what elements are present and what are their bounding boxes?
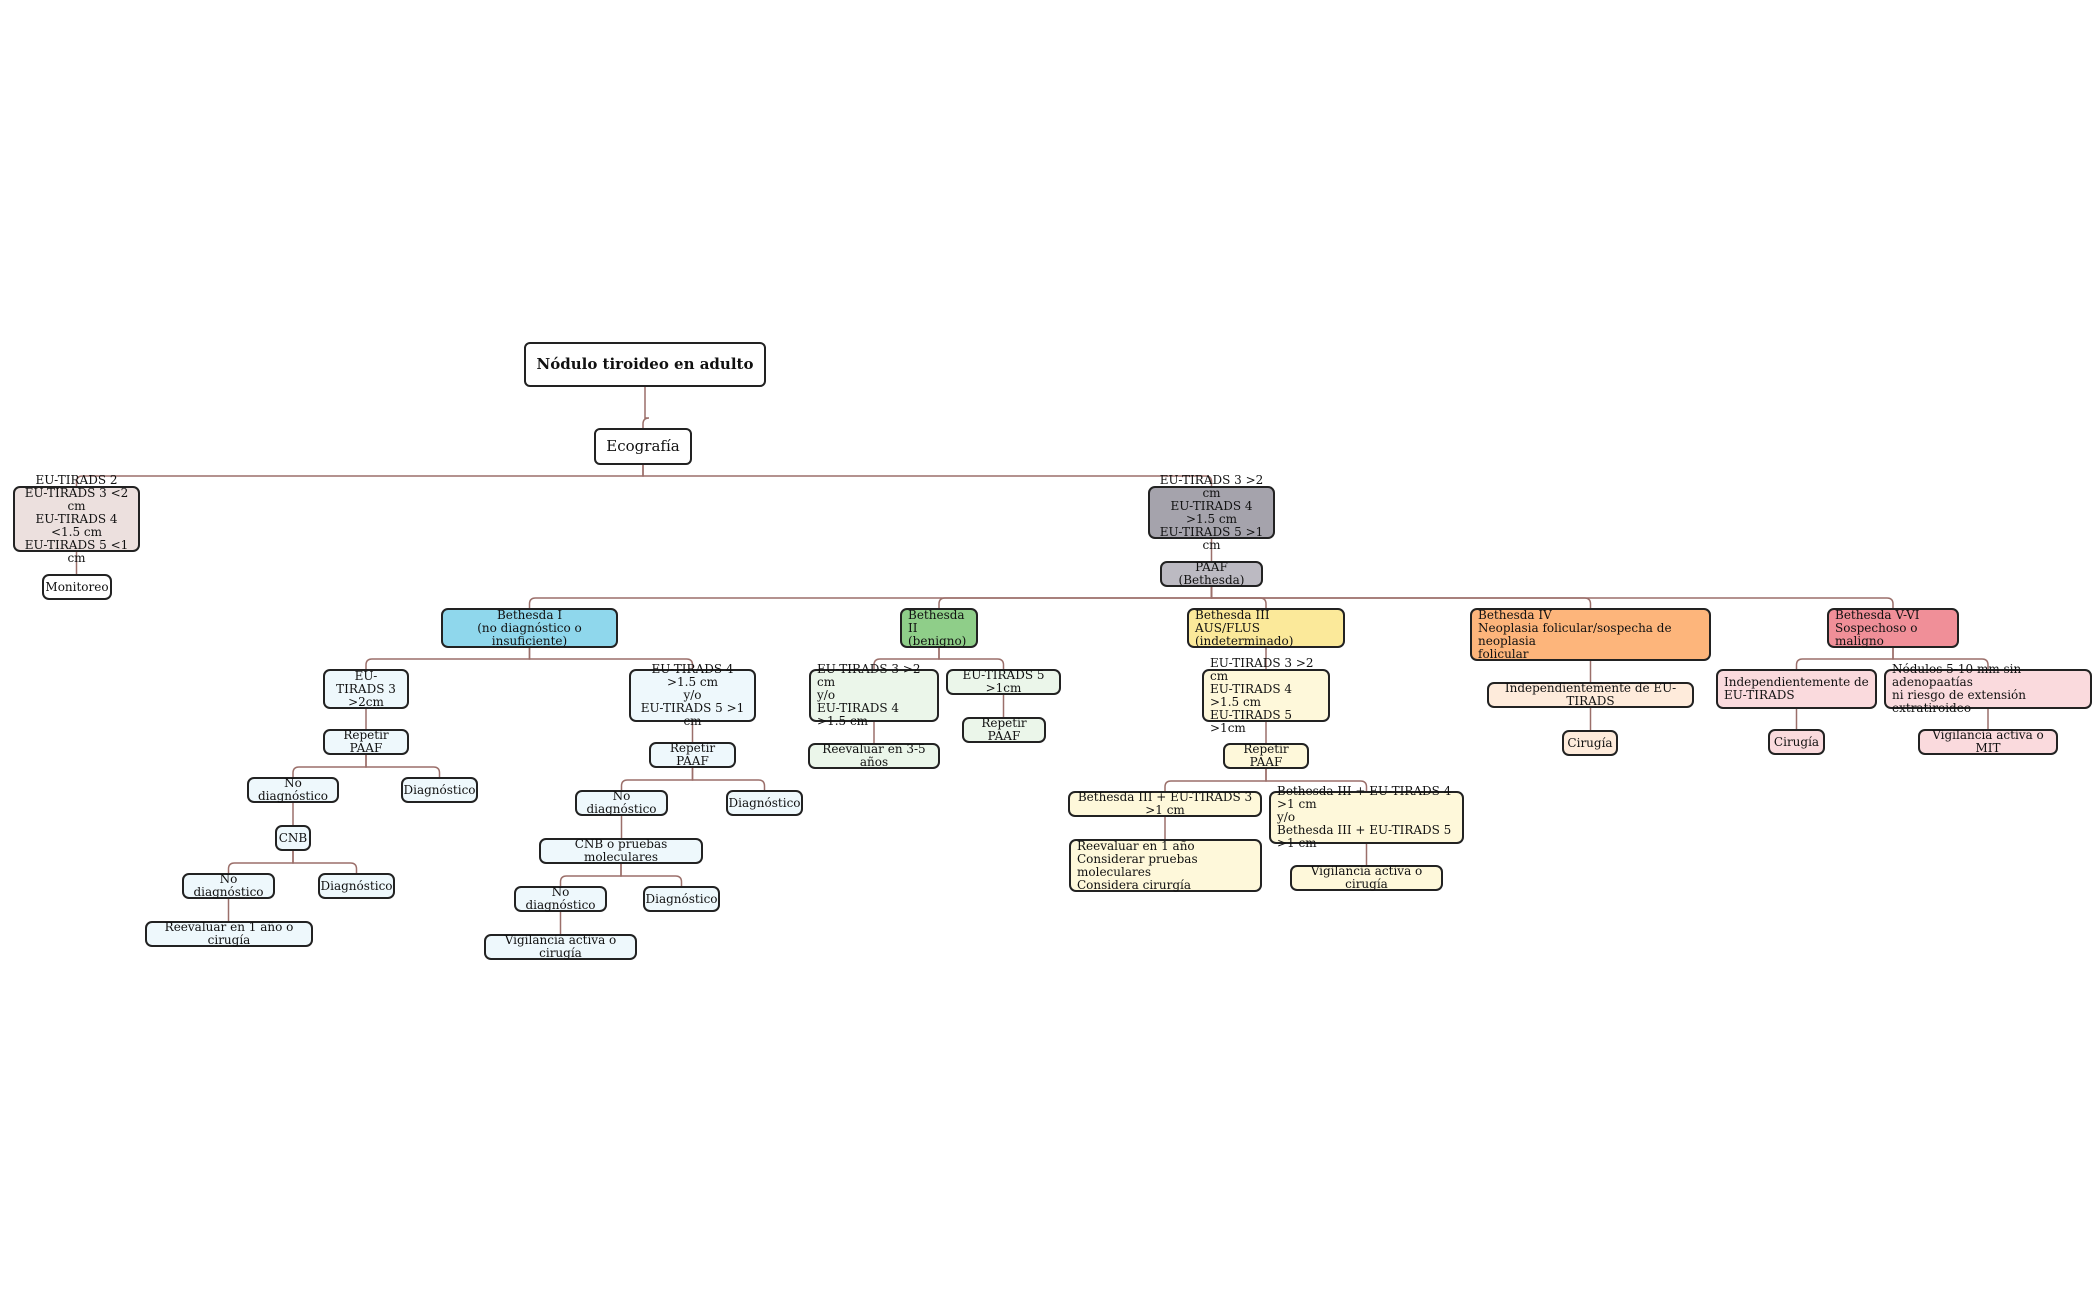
connector-24 [620,864,683,886]
b1-t45-cnb-diagnostico-node: Diagnóstico [643,886,720,912]
b1-tirads45-node: EU-TIRADS 4 >1.5 cm y/o EU-TIRADS 5 >1 c… [629,663,756,728]
b56-independiente-node: Independientemente de EU-TIRADS [1716,669,1877,709]
connector-0 [642,387,650,428]
bethesda-1-node: Bethesda I (no diagnóstico o insuficient… [441,608,618,648]
low-risk-node: EU-TIRADS 2 EU-TIRADS 3 <2 cm EU-TIRADS … [13,473,140,564]
b2-reevaluar-node: Reevaluar en 3-5 años [808,743,940,769]
connector-23 [559,864,622,886]
connector-32 [1164,769,1267,791]
connector-16 [227,851,294,873]
connector-5 [528,587,1213,608]
b56-vigilancia-node: Vigilancia activa o MIT [1918,729,2058,755]
b1-t3-cnb-no-diagnostico-node: No diagnóstico [182,873,275,899]
connector-13 [292,755,367,777]
connector-38 [1795,648,1894,669]
connector-9 [1210,587,1894,608]
connector-27 [938,648,1005,669]
connector-7 [1210,587,1267,608]
bethesda-5-6-node: Bethesda V-VI Sospechoso o maligno [1827,608,1959,648]
b4-cirugia-node: Cirugía [1562,730,1618,756]
connector-14 [365,755,441,777]
paaf-node: PAAF (Bethesda) [1160,561,1263,587]
connector-8 [1210,587,1592,608]
b3-repeat-paaf-node: Repetir PAAF [1223,743,1309,769]
bethesda-3-node: Bethesda III AUS/FLUS (indeterminado) [1187,608,1345,648]
b3-tirads3-combo-node: Bethesda III + EU-TIRADS 3 >1 cm [1068,791,1262,817]
b1-t45-repeat-paaf-node: Repetir PAAF [649,742,736,768]
connector-21 [691,768,766,790]
high-risk-node: EU-TIRADS 3 >2 cm EU-TIRADS 4 >1.5 cm EU… [1148,473,1275,551]
b1-t45-no-diagnostico-node: No diagnóstico [575,790,668,816]
b1-t3-cnb-node: CNB [275,825,311,851]
connector-2 [642,465,1213,486]
b1-t3-no-diagnostico-node: No diagnóstico [247,777,339,803]
connector-17 [292,851,358,873]
b3-tirads45-combo-node: Bethesda III + EU-TIRADS 4 >1 cm y/o Bet… [1269,785,1464,850]
b1-t45-diagnostico-node: Diagnóstico [726,790,803,816]
bethesda-4-node: Bethesda IV Neoplasia folicular/sospecha… [1470,608,1711,661]
bethesda-2-node: Bethesda II (benigno) [900,608,978,648]
b2-repeat-paaf-node: Repetir PAAF [962,717,1046,743]
b56-cirugia-node: Cirugía [1768,729,1825,755]
b56-nodulos-node: Nódulos 5-10 mm sin adenopaatías ni ries… [1884,663,2092,715]
b1-t45-cnb-node: CNB o pruebas moleculares [539,838,703,864]
b3-vigilancia-node: Vigilancia activa o cirugía [1290,865,1443,891]
connector-20 [620,768,694,790]
b2-tirads5-node: EU-TIRADS 5 >1cm [946,669,1061,695]
b1-t45-cnb-no-diagnostico-node: No diagnóstico [514,886,607,912]
b3-tirads-node: EU-TIRADS 3 >2 cm EU-TIRADS 4 >1.5 cm EU… [1202,656,1330,734]
b1-t3-reevaluar-node: Reevaluar en 1 año o cirugía [145,921,313,947]
b3-reevaluar-node: Reevaluar en 1 año Considerar pruebas mo… [1069,839,1262,892]
b1-t45-vigilancia-node: Vigilancia activa o cirugía [484,934,637,960]
root-node: Nódulo tiroideo en adulto [524,342,766,387]
connector-1 [75,465,644,486]
b1-t3-diagnostico-node: Diagnóstico [401,777,478,803]
monitoreo-node: Monitoreo [42,574,112,600]
b1-tirads3-node: EU-TIRADS 3 >2cm [323,669,409,709]
b1-t3-cnb-diagnostico-node: Diagnóstico [318,873,395,899]
connector-6 [938,587,1213,608]
ecografia-node: Ecografía [594,428,692,465]
b4-independiente-node: Independientemente de EU-TIRADS [1487,682,1694,708]
connector-10 [365,648,531,669]
b2-tirads34-node: EU-TIRADS 3 >2 cm y/o EU-TIRADS 4 >1.5 c… [809,663,939,728]
b1-t3-repeat-paaf-node: Repetir PAAF [323,729,409,755]
